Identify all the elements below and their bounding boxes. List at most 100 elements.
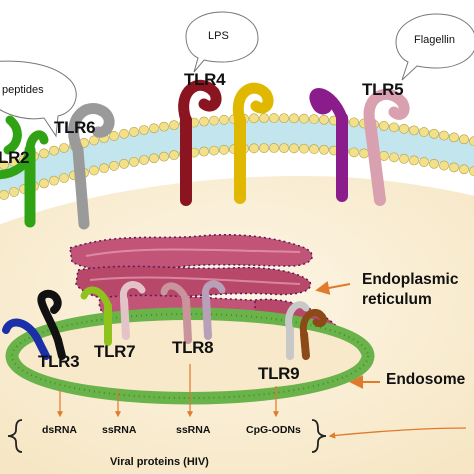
tlr3-label: TLR3 <box>38 352 80 371</box>
phospholipid-head <box>169 150 179 161</box>
ligand-bracket <box>7 419 23 453</box>
phospholipid-head <box>119 158 129 169</box>
phospholipid-head <box>9 187 19 197</box>
phospholipid-head <box>439 160 449 171</box>
phospholipid-head <box>109 131 119 141</box>
tlr3-receptor <box>2 289 66 360</box>
phospholipid-head <box>289 143 299 154</box>
phospholipid-head <box>89 165 99 176</box>
phospholipid-head <box>139 155 149 165</box>
viral-proteins-label: Viral proteins (HIV) <box>110 456 209 468</box>
phospholipid-head <box>209 115 219 126</box>
phospholipid-head <box>259 113 269 124</box>
ssrna-2-label: ssRNA <box>176 424 211 436</box>
phospholipid-head <box>49 175 59 186</box>
phospholipid-head <box>419 127 429 137</box>
ligand-bracket-right <box>311 419 327 453</box>
phospholipid-head <box>149 123 159 134</box>
phospholipid-head <box>129 156 139 167</box>
tlr2-receptor <box>0 115 49 228</box>
er-arrow <box>315 281 351 295</box>
ssrna-1-label: ssRNA <box>102 424 137 436</box>
tlr7-label: TLR7 <box>94 342 136 361</box>
phospholipid-head <box>449 132 459 143</box>
phospholipid-head <box>359 148 369 159</box>
phospholipid-head <box>389 122 399 133</box>
tlr4-label: TLR4 <box>184 70 226 89</box>
tlr8-label: TLR8 <box>172 338 214 357</box>
cpg-label: CpG-ODNs <box>246 424 301 436</box>
phospholipid-head <box>0 160 9 170</box>
phospholipid-head <box>159 121 169 132</box>
phospholipid-head <box>49 145 59 156</box>
tlr2-label: LR2 <box>0 148 30 167</box>
tlr9-label: TLR9 <box>258 364 300 383</box>
phospholipid-head <box>409 155 419 166</box>
tlr8-receptor <box>160 280 226 344</box>
phospholipid-head <box>39 148 49 159</box>
phospholipid-head <box>279 113 289 124</box>
phospholipid-head <box>449 162 459 173</box>
phospholipid-head <box>409 125 419 136</box>
phospholipid-head <box>459 164 469 175</box>
phospholipid-head <box>429 128 439 139</box>
phospholipid-head <box>399 153 409 164</box>
phospholipid-head <box>349 147 359 158</box>
phospholipid-head <box>129 126 139 137</box>
phospholipid-head <box>219 144 229 155</box>
phospholipid-head <box>349 117 359 128</box>
phospholipid-head <box>249 143 259 154</box>
phospholipid-head <box>299 143 309 154</box>
phospholipid-head <box>149 153 159 164</box>
phospholipid-head <box>399 123 409 134</box>
phospholipid-head <box>59 143 69 153</box>
phospholipid-head <box>459 134 469 145</box>
phospholipid-head <box>109 161 119 171</box>
tlr4-receptor <box>178 79 274 206</box>
phospholipid-head <box>289 113 299 124</box>
phospholipid-head <box>99 163 109 174</box>
phospholipid-head <box>0 190 9 200</box>
phospholipid-head <box>59 173 69 183</box>
phospholipid-head <box>269 113 279 123</box>
phospholipid-head <box>89 135 99 146</box>
tlr9-receptor <box>285 301 327 360</box>
phospholipid-head <box>309 114 319 125</box>
phospholipid-head <box>159 151 169 162</box>
phospholipid-head <box>279 143 289 154</box>
tlr7-receptor <box>80 281 146 346</box>
er-label-line2: reticulum <box>362 291 432 308</box>
phospholipid-head <box>139 125 149 135</box>
peptides-label: peptides <box>2 84 44 96</box>
phospholipid-head <box>119 128 129 139</box>
peptides-bubble <box>0 60 77 138</box>
phospholipid-head <box>379 121 389 131</box>
endosome-label: Endosome <box>386 371 466 388</box>
tlr5-label: TLR5 <box>362 80 404 99</box>
flagellin-bubble <box>395 13 474 81</box>
phospholipid-head <box>209 145 219 156</box>
phospholipid-head <box>39 178 49 189</box>
flagellin-label: Flagellin <box>414 34 455 46</box>
phospholipid-head <box>439 130 449 141</box>
tlr5-receptor <box>309 88 410 206</box>
tlr6-receptor <box>68 103 115 230</box>
phospholipid-head <box>299 113 309 124</box>
phospholipid-head <box>249 113 259 124</box>
lps-bubble <box>185 11 259 73</box>
dsrna-label: dsRNA <box>42 424 78 436</box>
phospholipid-head <box>389 152 399 163</box>
phospholipid-head <box>259 143 269 154</box>
phospholipid-head <box>169 120 179 131</box>
phospholipid-head <box>419 157 429 167</box>
lps-label: LPS <box>208 30 229 42</box>
phospholipid-head <box>269 143 279 153</box>
phospholipid-head <box>319 144 329 155</box>
phospholipid-head <box>309 144 319 155</box>
tlr6-label: TLR6 <box>54 118 96 137</box>
er-label-line1: Endoplasmic <box>362 271 459 288</box>
phospholipid-head <box>319 114 329 125</box>
viral-arrow <box>328 427 467 439</box>
phospholipid-head <box>199 116 209 127</box>
